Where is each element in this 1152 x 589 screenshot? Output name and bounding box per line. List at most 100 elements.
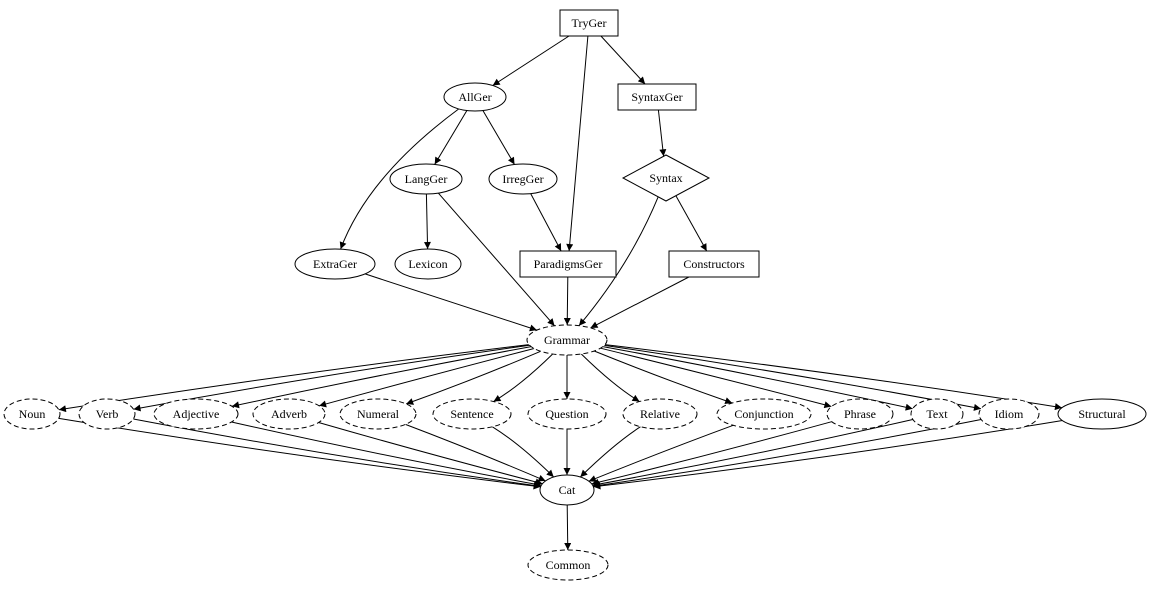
node-label: Adverb <box>271 407 307 421</box>
edge-irregger-paradigmsger <box>530 193 562 252</box>
node-label: Verb <box>96 407 119 421</box>
edge-paradigmsger-grammar <box>563 276 571 326</box>
edge-grammar-phrase <box>600 347 832 409</box>
edge-numeral-cat <box>405 423 546 482</box>
node-sentence: Sentence <box>432 398 512 430</box>
node-shape-ellipse <box>432 398 512 430</box>
node-shape-ellipse <box>716 398 812 430</box>
node-relative: Relative <box>622 398 698 430</box>
node-question: Question <box>527 398 607 430</box>
edge-tryger-paradigmsger <box>566 35 589 252</box>
edge-syntax-constructors <box>675 195 708 252</box>
node-shape-ellipse <box>294 248 376 280</box>
node-shape-ellipse <box>443 82 507 112</box>
edge-syntaxger-syntax <box>657 109 667 157</box>
node-label: Sentence <box>450 407 493 421</box>
node-label: ParadigmsGer <box>534 257 603 271</box>
node-langger: LangGer <box>389 163 463 195</box>
edge-grammar-structural <box>605 344 1063 411</box>
node-common: Common <box>527 549 609 581</box>
node-syntax: Syntax <box>621 154 711 202</box>
node-shape-ellipse <box>539 474 595 506</box>
node-shape-ellipse <box>339 398 417 430</box>
node-text: Text <box>910 398 964 430</box>
node-shape-ellipse <box>527 398 607 430</box>
node-label: Phrase <box>844 407 876 421</box>
node-label: SyntaxGer <box>631 90 682 104</box>
node-shape-ellipse <box>78 398 136 430</box>
node-verb: Verb <box>78 398 136 430</box>
node-shape-ellipse <box>252 398 326 430</box>
node-shape-ellipse <box>910 398 964 430</box>
node-label: IrregGer <box>502 172 543 186</box>
node-label: Idiom <box>995 407 1024 421</box>
node-shape-ellipse <box>826 398 894 430</box>
node-adjective: Adjective <box>153 398 239 430</box>
edge-tryger-allger <box>492 35 570 86</box>
edge-tryger-syntaxger <box>600 35 646 85</box>
node-label: Noun <box>19 407 46 421</box>
edge-syntax-grammar <box>578 196 659 327</box>
edge-verb-cat <box>133 418 541 489</box>
node-shape-ellipse <box>978 398 1040 430</box>
edge-allger-extrager <box>339 108 460 250</box>
node-label: Constructors <box>683 257 745 271</box>
edge-extrager-grammar <box>364 273 538 332</box>
node-shape-box <box>559 9 619 37</box>
edge-grammar-noun <box>58 344 529 413</box>
node-label: Structural <box>1078 407 1126 421</box>
node-structural: Structural <box>1057 398 1147 430</box>
node-shape-ellipse <box>622 398 698 430</box>
node-shape-ellipse <box>153 398 239 430</box>
node-label: AllGer <box>458 90 491 104</box>
edge-noun-cat <box>58 417 541 490</box>
node-shape-ellipse <box>1057 398 1147 430</box>
node-shape-ellipse <box>488 163 558 195</box>
edge-langger-grammar <box>437 192 555 327</box>
node-allger: AllGer <box>443 82 507 112</box>
node-shape-box <box>519 250 617 278</box>
node-idiom: Idiom <box>978 398 1040 430</box>
node-label: LangGer <box>405 172 448 186</box>
edge-phrase-cat <box>591 421 832 486</box>
node-lexicon: Lexicon <box>394 248 462 280</box>
node-phrase: Phrase <box>826 398 894 430</box>
node-noun: Noun <box>3 398 61 430</box>
node-label: Syntax <box>649 171 682 185</box>
node-label: Grammar <box>544 333 590 347</box>
node-paradigmsger: ParadigmsGer <box>519 250 617 278</box>
node-tryger: TryGer <box>559 9 619 37</box>
node-shape-ellipse <box>3 398 61 430</box>
edge-sentence-cat <box>492 426 555 478</box>
edge-adjective-cat <box>231 421 542 488</box>
node-adverb: Adverb <box>252 398 326 430</box>
edge-grammar-conjunction <box>594 350 733 405</box>
node-label: Numeral <box>357 407 400 421</box>
node-numeral: Numeral <box>339 398 417 430</box>
edge-idiom-cat <box>593 419 982 489</box>
node-label: Question <box>545 407 588 421</box>
node-shape-ellipse <box>394 248 462 280</box>
edge-grammar-relative <box>580 353 640 402</box>
edge-text-cat <box>592 419 913 488</box>
node-extrager: ExtraGer <box>294 248 376 280</box>
edge-langger-lexicon <box>423 193 431 250</box>
node-label: Conjunction <box>734 407 793 421</box>
node-conjunction: Conjunction <box>716 398 812 430</box>
node-irregger: IrregGer <box>488 163 558 195</box>
node-shape-ellipse <box>527 549 609 581</box>
node-syntaxger: SyntaxGer <box>617 83 697 111</box>
node-shape-ellipse <box>389 163 463 195</box>
edge-structural-cat <box>593 420 1063 490</box>
node-label: Lexicon <box>408 257 447 271</box>
node-label: Text <box>926 407 948 421</box>
edge-grammar-adverb <box>318 348 535 408</box>
node-label: Adjective <box>173 407 220 421</box>
node-constructors: Constructors <box>668 250 760 278</box>
edge-grammar-numeral <box>406 350 541 405</box>
node-label: TryGer <box>572 16 607 30</box>
edge-relative-cat <box>579 426 641 478</box>
edge-layer <box>58 35 1063 551</box>
